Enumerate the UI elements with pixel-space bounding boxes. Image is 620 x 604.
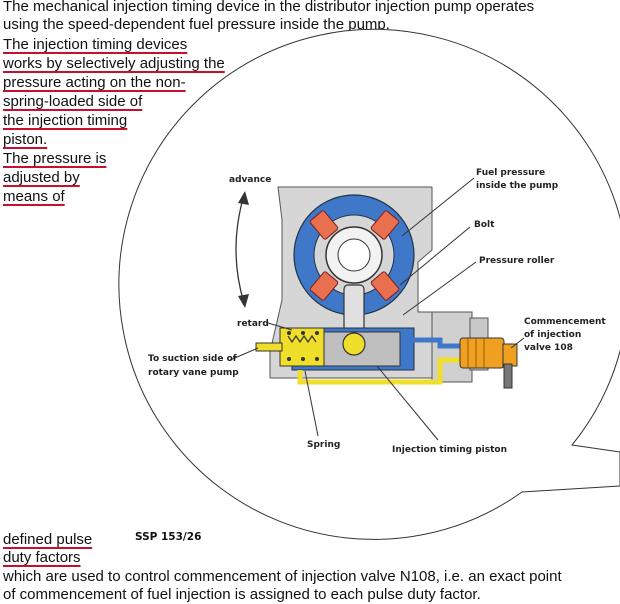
spring-dot <box>301 331 305 335</box>
highlight-line-6: piston. <box>3 131 48 148</box>
fuel-pressure-label-1: Fuel pressure <box>476 168 545 178</box>
valve-coil-ribs <box>467 338 485 368</box>
spring <box>287 334 317 344</box>
highlight-line-3: pressure acting on the non- <box>3 74 186 91</box>
bolt-label: Bolt <box>474 220 495 230</box>
commencement-label-2: of injection <box>524 330 581 340</box>
spring-label: Spring <box>307 440 340 450</box>
spring-dot <box>315 357 319 361</box>
fuel-pressure-label-2: inside the pump <box>476 181 559 191</box>
retard-arrowhead <box>238 294 249 308</box>
figure-reference: SSP 153/26 <box>135 531 202 543</box>
piston-pin <box>342 332 366 356</box>
commencement-label-1: Commencement <box>524 317 606 327</box>
spring-dot <box>287 357 291 361</box>
advance-arrowhead <box>238 191 249 205</box>
highlight-line-8: adjusted by <box>3 169 80 186</box>
commencement-valve-body <box>459 337 505 369</box>
retard-label: retard <box>237 319 269 329</box>
spring-dot <box>287 331 291 335</box>
leader-fuel-pressure <box>401 177 475 237</box>
valve-plug <box>503 363 513 389</box>
outro-line-2: of commencement of fuel injection is ass… <box>3 586 481 603</box>
highlight-line-2: works by selectively adjusting the <box>3 55 225 72</box>
highlight-line-5: the injection timing <box>3 112 128 129</box>
outro-line-1: which are used to control commencement o… <box>3 568 562 585</box>
leader-spring <box>304 370 319 437</box>
intro-line-2: using the speed-dependent fuel pressure … <box>3 16 390 33</box>
spring-dot <box>301 357 305 361</box>
pressure-roller <box>309 210 339 240</box>
leader-bolt <box>399 226 471 286</box>
spring-dot <box>315 331 319 335</box>
highlight-line-1: The injection timing devices <box>3 36 188 53</box>
leader-piston <box>376 365 439 441</box>
pressure-roller-label: Pressure roller <box>479 256 555 266</box>
leader-pressure-roller <box>402 261 477 316</box>
pressure-roller <box>309 271 339 301</box>
piston-label: Injection timing piston <box>392 445 507 455</box>
advance-retard-arrow <box>235 194 245 304</box>
fuel-channel-lower <box>297 357 462 385</box>
suction-pipe <box>255 342 283 352</box>
pressure-channel <box>410 337 462 349</box>
pressure-roller <box>370 271 400 301</box>
leader-retard <box>267 322 293 331</box>
drive-shaft-core <box>337 238 371 272</box>
highlight-line-4: spring-loaded side of <box>3 93 143 110</box>
commencement-label-3: valve 108 <box>524 343 573 353</box>
advance-label: advance <box>229 175 271 185</box>
bottom-highlight-1: defined pulse <box>3 531 93 548</box>
highlight-line-9: means of <box>3 188 65 205</box>
suction-label-1: To suction side of <box>148 354 237 364</box>
valve-connector <box>502 343 518 367</box>
highlight-line-7: The pressure is <box>3 150 107 167</box>
leader-suction <box>229 347 259 361</box>
bottom-highlight-2: duty factors <box>3 549 81 566</box>
intro-line-1: The mechanical injection timing device i… <box>3 0 535 15</box>
pressure-roller <box>370 210 400 240</box>
suction-label-2: rotary vane pump <box>148 368 239 378</box>
leader-commencement <box>510 337 525 349</box>
